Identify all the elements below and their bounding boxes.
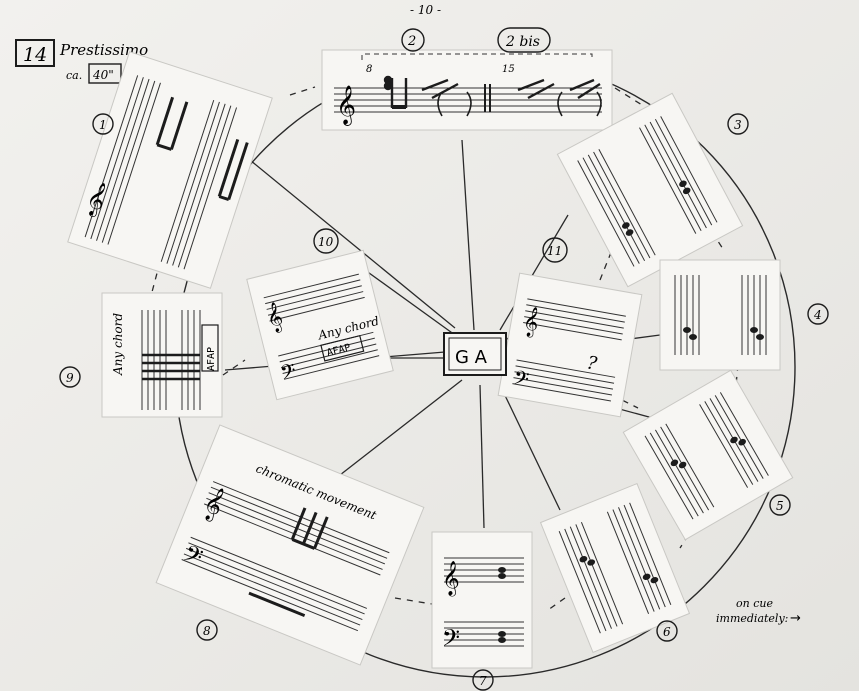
card-9-text: Any chord — [111, 313, 125, 376]
arrow-right-icon: → — [790, 611, 801, 626]
bass-clef: 𝄢 — [442, 624, 460, 657]
footnote-line1: on cue — [736, 597, 773, 610]
card-paper — [498, 273, 642, 417]
svg-text:2 bis: 2 bis — [505, 34, 540, 50]
ottava-8: 8 — [366, 64, 372, 75]
page-number: - 10 - — [410, 3, 441, 17]
svg-text:10: 10 — [318, 235, 334, 249]
piece-number: 14 — [23, 44, 47, 66]
svg-text:1: 1 — [99, 118, 107, 132]
footnote-line2: immediately: — [716, 612, 788, 625]
card-9-afap: AFAP — [206, 347, 217, 371]
card-9: Any chord AFAP — [102, 293, 222, 417]
card-4 — [660, 260, 780, 370]
svg-text:9: 9 — [66, 371, 74, 385]
card-paper — [660, 260, 780, 370]
svg-text:5: 5 — [776, 499, 784, 513]
svg-text:7: 7 — [479, 674, 487, 688]
svg-text:4: 4 — [813, 308, 822, 322]
treble-clef: 𝄞 — [336, 85, 356, 126]
svg-text:3: 3 — [734, 118, 742, 132]
duration-value: 40" — [92, 68, 114, 82]
center-label: G A — [455, 347, 488, 368]
card-paper — [322, 50, 612, 130]
svg-text:6: 6 — [663, 625, 671, 639]
card-11: 𝄞 𝄢 ? — [498, 273, 642, 417]
svg-text:11: 11 — [547, 244, 562, 258]
card-2: 𝄞 8 15 — [322, 50, 612, 130]
ottava-15: 15 — [502, 64, 515, 75]
center-box: G A — [444, 333, 506, 375]
svg-text:8: 8 — [203, 624, 211, 638]
svg-text:2: 2 — [407, 34, 416, 49]
card-7: 𝄞 𝄢 — [432, 532, 532, 668]
treble-clef: 𝄞 — [442, 561, 460, 597]
duration-prefix: ca. — [66, 69, 82, 82]
